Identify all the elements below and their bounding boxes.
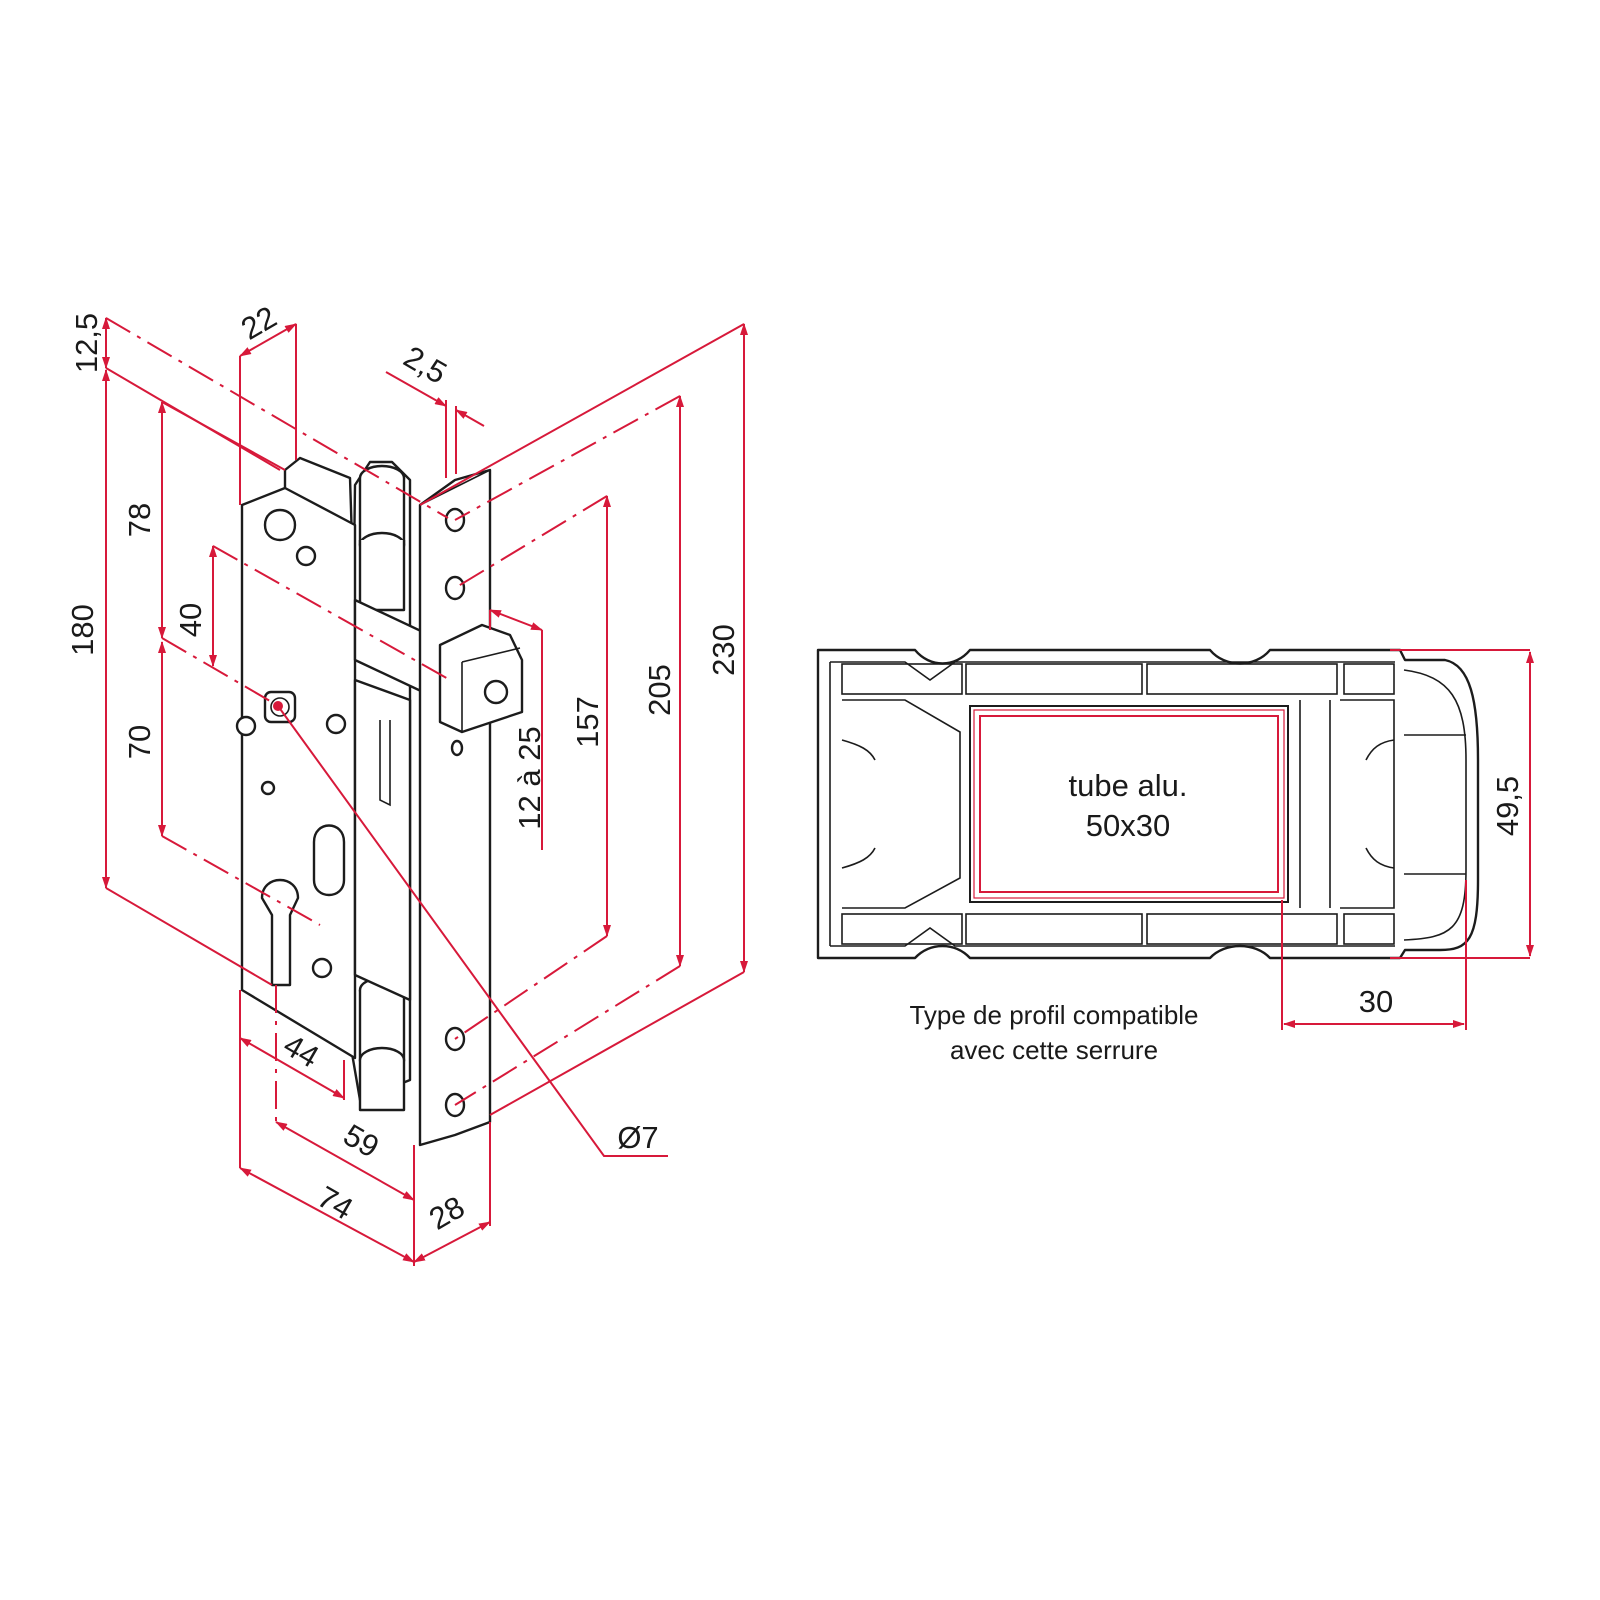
tube-label-line1: tube alu.: [1069, 768, 1188, 803]
dim-diameter-7: Ø7: [617, 1120, 658, 1155]
lock-body: [235, 456, 524, 1147]
caption-line1: Type de profil compatible: [909, 1000, 1198, 1030]
dim-157: 157: [570, 696, 605, 748]
profile-section: [816, 648, 1480, 960]
dim-12-a-25: 12 à 25: [512, 726, 547, 829]
lock-dimension-lines: [102, 317, 748, 1266]
dim-70: 70: [122, 725, 157, 759]
dim-74: 74: [312, 1179, 359, 1227]
dim-78: 78: [122, 503, 157, 537]
dim-205: 205: [642, 664, 677, 716]
dim-40: 40: [173, 603, 208, 637]
dim-28: 28: [423, 1189, 470, 1237]
dim-12-5: 12,5: [69, 313, 104, 373]
dim-230: 230: [706, 624, 741, 676]
dim-180: 180: [65, 604, 100, 656]
tube-label-line2: 50x30: [1086, 808, 1170, 843]
profile-dimension-lines: [1281, 649, 1534, 1030]
dim-22: 22: [235, 299, 282, 347]
dim-59: 59: [338, 1117, 385, 1165]
caption-line2: avec cette serrure: [950, 1035, 1158, 1065]
profile-labels: tube alu. 50x30 49,5 30 Type de profil c…: [909, 768, 1525, 1065]
dim-49-5: 49,5: [1490, 776, 1525, 836]
dim-30: 30: [1359, 984, 1393, 1019]
